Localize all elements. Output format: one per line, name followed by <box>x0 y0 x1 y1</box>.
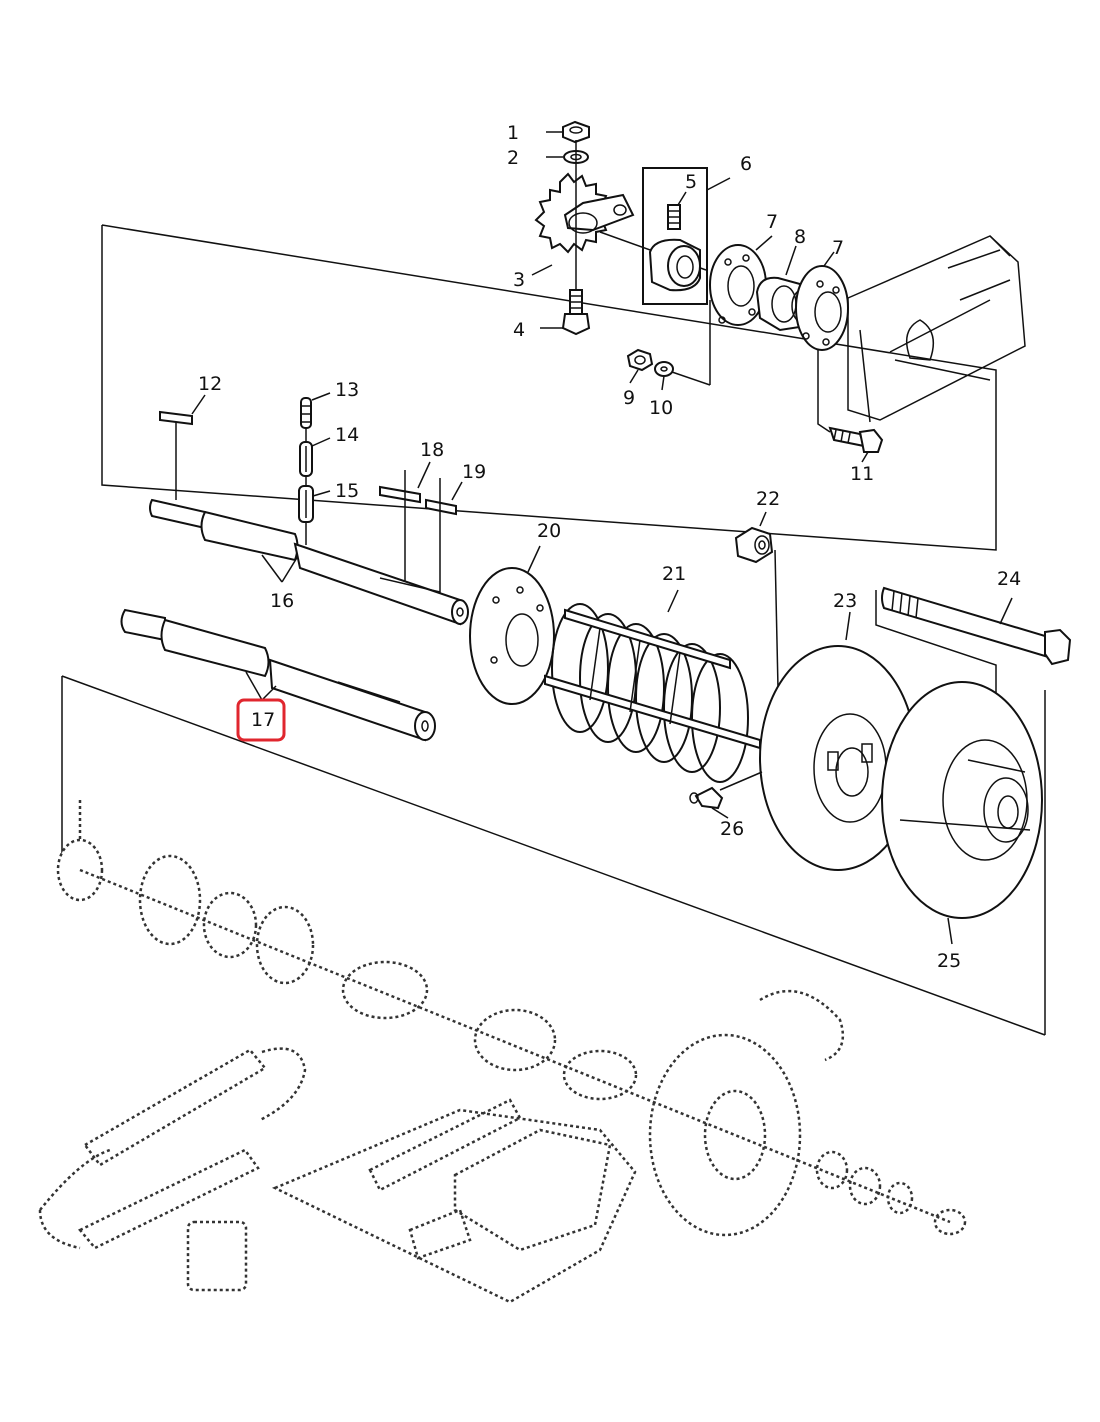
pin-part-13 <box>300 392 331 429</box>
shaft-part-17 <box>120 608 436 742</box>
grease-fitting-part-26 <box>689 771 763 819</box>
nut-part-9 <box>626 348 654 384</box>
callout-7b: 7 <box>832 237 844 259</box>
callout-23: 23 <box>833 590 857 612</box>
bolt-part-4 <box>540 289 591 336</box>
callout-15: 15 <box>335 480 359 502</box>
callout-9: 9 <box>623 387 635 409</box>
callout-4: 4 <box>513 319 525 341</box>
upper-panel-outline <box>101 224 997 551</box>
bolt-part-11 <box>817 350 884 463</box>
sprocket-part-3 <box>531 140 707 290</box>
callout-5: 5 <box>685 171 697 193</box>
set-screw-part-5 <box>667 191 687 230</box>
highlight-box-callout-17 <box>236 698 286 742</box>
frame-channel <box>847 235 1026 423</box>
collar-box-part-6 <box>642 167 731 305</box>
callout-14: 14 <box>335 424 359 446</box>
washer-part-10 <box>654 300 711 391</box>
callout-3: 3 <box>513 269 525 291</box>
callout-21: 21 <box>662 563 686 585</box>
flange-part-7-right <box>795 251 849 351</box>
callout-16: 16 <box>270 590 294 612</box>
callout-13: 13 <box>335 379 359 401</box>
key-part-12 <box>159 394 206 500</box>
callout-1: 1 <box>507 122 519 144</box>
callout-6: 6 <box>740 153 752 175</box>
callout-12: 12 <box>198 373 222 395</box>
callout-8: 8 <box>794 226 806 248</box>
callout-labels: 1 2 3 4 5 6 7 8 7 9 10 11 12 13 14 15 16… <box>198 122 1021 972</box>
callout-10: 10 <box>649 397 673 419</box>
spring-part-21 <box>544 589 761 783</box>
callout-11: 11 <box>850 463 874 485</box>
callout-20: 20 <box>537 520 561 542</box>
callout-19: 19 <box>462 461 486 483</box>
hub-part-25 <box>881 681 1043 945</box>
key-part-19 <box>425 478 463 598</box>
phantom-drivetrain <box>38 800 967 1304</box>
pin-part-14 <box>299 437 331 477</box>
pin-part-15 <box>298 428 331 545</box>
shaft-part-16 <box>149 498 469 626</box>
flange-part-7-left <box>709 235 773 326</box>
bolt-part-24 <box>881 586 1072 666</box>
callout-7a: 7 <box>766 211 778 233</box>
collar-part-6 <box>648 238 701 292</box>
nut-part-22 <box>734 511 779 689</box>
washer-part-2 <box>546 150 589 164</box>
key-part-18 <box>379 461 431 590</box>
callout-24: 24 <box>997 568 1021 590</box>
callout-18: 18 <box>420 439 444 461</box>
plate-part-20 <box>469 545 555 705</box>
callout-25: 25 <box>937 950 961 972</box>
callout-22: 22 <box>756 488 780 510</box>
callout-2: 2 <box>507 147 519 169</box>
callout-17: 17 <box>251 709 275 731</box>
nut-part-1 <box>546 120 590 144</box>
callout-26: 26 <box>720 818 744 840</box>
